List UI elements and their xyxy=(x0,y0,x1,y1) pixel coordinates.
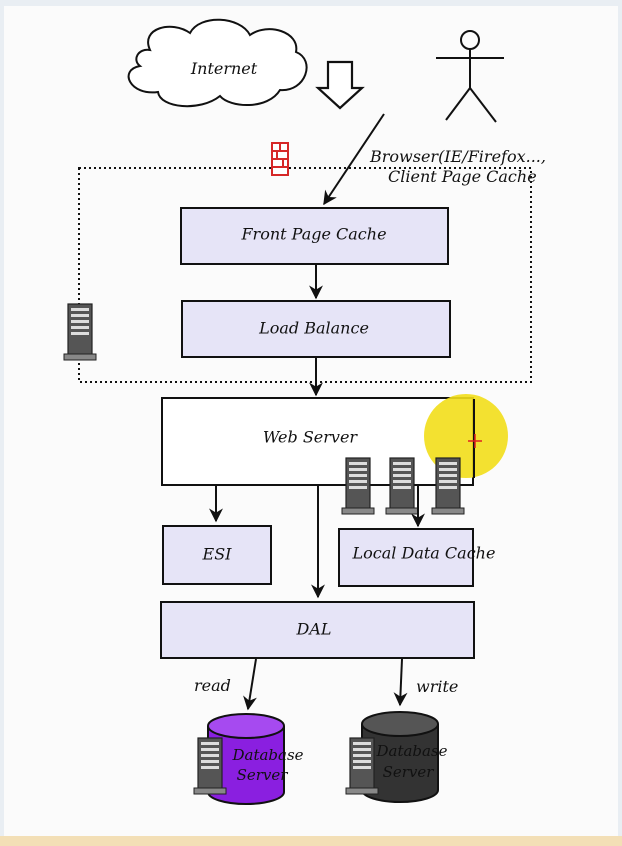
browser-arrow xyxy=(323,113,385,206)
firewall-icon xyxy=(271,142,289,176)
client-cache-label: Client Page Cache xyxy=(388,167,537,186)
server-tower-icon xyxy=(63,303,97,361)
load-balance-label: Load Balance xyxy=(258,319,369,338)
arrow-write xyxy=(393,658,408,707)
server-tower-icon xyxy=(193,737,227,795)
cluster-boundary xyxy=(78,167,532,383)
dal-box xyxy=(160,601,475,659)
down-arrow-icon xyxy=(315,60,365,110)
db2-label-line1: Database xyxy=(375,742,447,760)
stick-figure-icon xyxy=(436,30,504,123)
db1-label-line2: Server xyxy=(237,766,289,784)
cloud-icon xyxy=(127,18,308,108)
arrow-read xyxy=(243,658,257,711)
server-tower-icon xyxy=(345,737,379,795)
database-write-icon xyxy=(361,711,439,803)
local-data-cache-label: Local Data Cache xyxy=(352,544,496,563)
esi-box xyxy=(162,525,272,585)
db2-label-line2: Server xyxy=(383,763,435,781)
local-data-cache-box xyxy=(338,528,474,587)
internet-label: Internet xyxy=(190,59,258,78)
cursor-highlight xyxy=(424,394,508,478)
read-label: read xyxy=(194,676,231,695)
server-tower-icon xyxy=(341,457,375,515)
front-page-cache-box xyxy=(180,207,449,265)
database-read-icon xyxy=(207,713,285,805)
bottom-strip xyxy=(0,836,622,846)
front-page-cache-label: Front Page Cache xyxy=(240,225,386,244)
load-balance-box xyxy=(181,300,451,358)
server-tower-icon xyxy=(431,457,465,515)
db1-label-line1: Database xyxy=(231,746,303,764)
write-label: write xyxy=(416,677,458,696)
dal-label: DAL xyxy=(295,620,331,639)
browser-label: Browser(IE/Firefox..., xyxy=(369,147,546,166)
esi-label: ESI xyxy=(202,545,233,564)
server-tower-icon xyxy=(385,457,419,515)
web-server-label: Web Server xyxy=(263,428,359,447)
